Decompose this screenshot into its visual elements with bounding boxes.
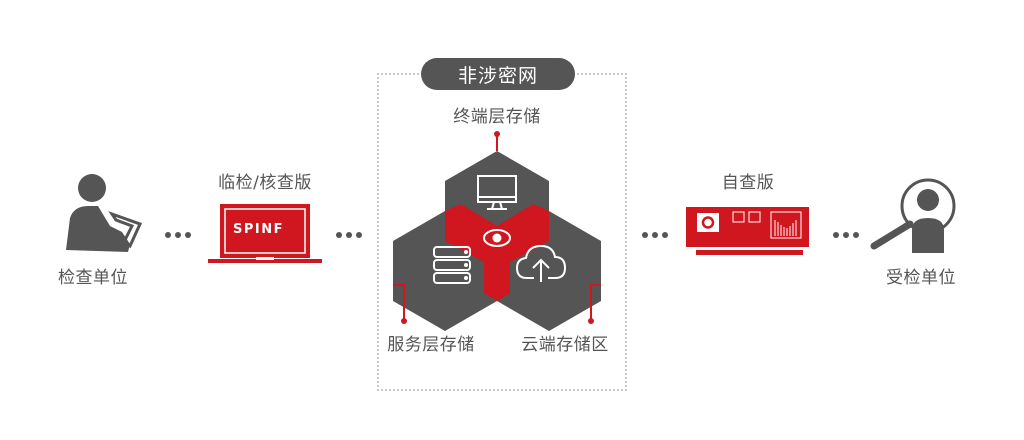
laptop-icon (208, 204, 322, 263)
laptop-screen-text: SPINF (233, 222, 284, 237)
connector-dots (336, 232, 362, 238)
person-with-tablet-icon (66, 174, 143, 252)
network-zone-title: 非涉密网 (421, 58, 575, 90)
cloud-upload-icon (515, 244, 567, 282)
cloud-layer-label: 云端存储区 (521, 335, 609, 355)
terminal-layer-label: 终端层存储 (453, 107, 541, 127)
monitor-icon (477, 175, 517, 210)
onsite-version-label: 临检/核查版 (218, 173, 312, 193)
red-y-overlap (445, 204, 549, 301)
inspected-unit-label: 受检单位 (886, 268, 956, 288)
connector-dots (642, 232, 668, 238)
device-box-icon (686, 207, 809, 255)
service-layer-label: 服务层存储 (387, 335, 475, 355)
storage-hexagon-cluster (393, 131, 601, 331)
server-icon (433, 246, 471, 284)
eye-icon (483, 229, 511, 247)
connector-dots (833, 232, 859, 238)
inspector-label: 检查单位 (58, 268, 128, 288)
magnifier-person-icon (870, 178, 956, 253)
self-check-label: 自查版 (721, 173, 775, 193)
connector-dots (165, 232, 191, 238)
